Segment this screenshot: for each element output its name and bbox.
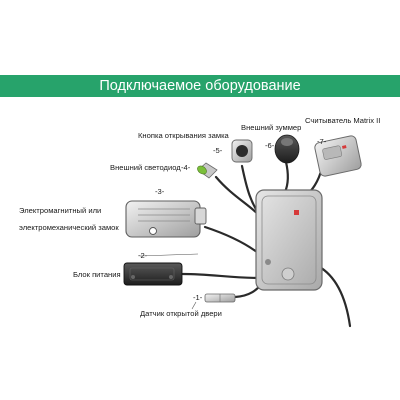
marker-power: -2- xyxy=(138,251,148,260)
marker-lock: -3- xyxy=(155,187,165,196)
marker-door-sensor: -1- xyxy=(193,293,203,302)
label-open-button: Кнопка открывания замка xyxy=(138,131,229,140)
power-supply xyxy=(123,262,183,286)
label-external-buzzer: Внешний зуммер xyxy=(241,123,302,132)
label-lock-line2: электромеханический замок xyxy=(19,223,119,232)
door-sensor xyxy=(204,293,236,303)
controller xyxy=(255,189,323,291)
cable-power xyxy=(181,272,264,280)
marker-buzzer: -6- xyxy=(265,141,275,150)
label-power-supply: Блок питания xyxy=(73,270,121,279)
reader xyxy=(314,135,362,177)
label-external-led: Внешний светодиод xyxy=(110,163,181,172)
marker-button: -5- xyxy=(213,146,223,155)
cable-lock xyxy=(203,225,264,258)
marker-reader: -7- xyxy=(317,137,327,146)
buzzer xyxy=(274,134,300,164)
title-banner: Подключаемое оборудование xyxy=(0,75,400,97)
label-lock-line1: Электромагнитный или xyxy=(19,206,102,215)
label-door-sensor: Датчик открытой двери xyxy=(140,309,222,318)
cable-led xyxy=(214,175,264,220)
marker-led: -4- xyxy=(181,163,191,172)
label-reader: Считыватель Matrix II xyxy=(305,116,381,125)
external-led xyxy=(197,162,218,179)
open-button xyxy=(231,139,253,163)
controller-led xyxy=(294,210,299,215)
leader-lines xyxy=(139,253,199,310)
cable-buzzer xyxy=(283,160,289,194)
cable-out-right xyxy=(316,264,352,328)
lock xyxy=(125,200,207,238)
